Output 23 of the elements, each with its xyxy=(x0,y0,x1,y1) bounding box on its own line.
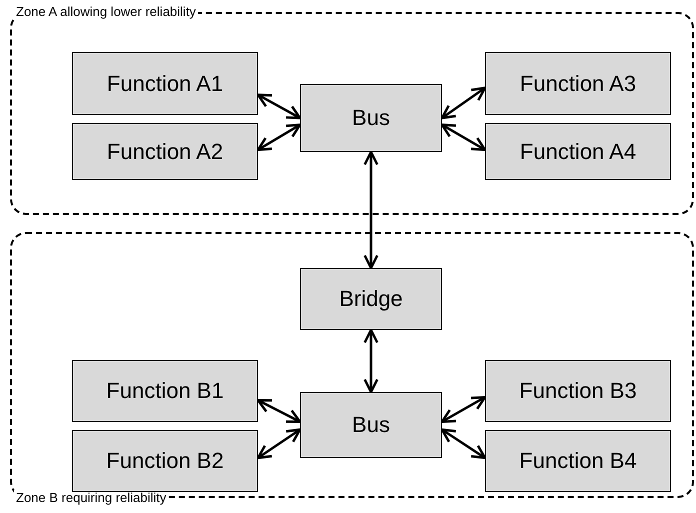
block-box: Function A2 xyxy=(72,123,258,180)
double-arrow xyxy=(364,328,378,394)
block-box: Bus xyxy=(300,84,442,152)
block-box: Function A4 xyxy=(485,123,671,180)
double-arrow xyxy=(440,396,486,423)
block-box: Function B1 xyxy=(72,360,258,422)
double-arrow xyxy=(256,399,302,423)
double-arrow xyxy=(364,150,378,270)
double-arrow xyxy=(440,428,486,460)
block-box: Function A3 xyxy=(485,52,671,115)
double-arrow xyxy=(256,428,302,460)
zone-label: Zone A allowing lower reliability xyxy=(14,4,198,20)
block-box: Bridge xyxy=(300,268,442,330)
block-box: Bus xyxy=(300,392,442,458)
block-box: Function B2 xyxy=(72,430,258,492)
zone-label: Zone B requiring reliability xyxy=(14,490,168,506)
block-box: Function A1 xyxy=(72,52,258,115)
double-arrow xyxy=(440,124,486,152)
double-arrow xyxy=(440,86,486,120)
block-box: Function B3 xyxy=(485,360,671,422)
double-arrow xyxy=(256,94,302,120)
block-box: Function B4 xyxy=(485,430,671,492)
double-arrow xyxy=(256,124,302,152)
